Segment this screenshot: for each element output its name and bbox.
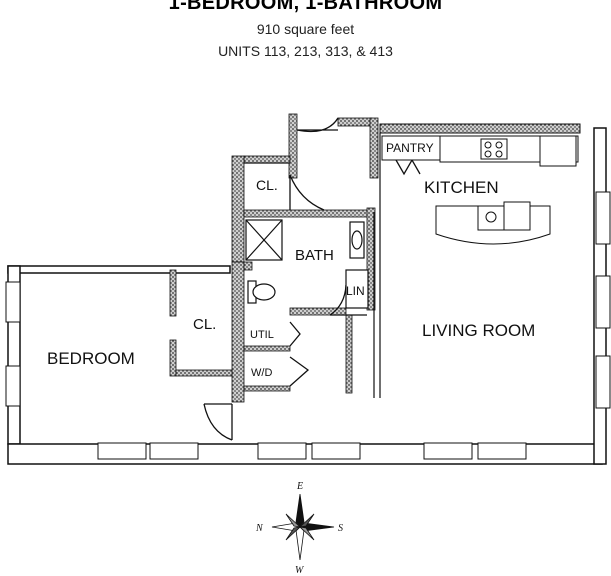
window-right-2 (595, 275, 611, 329)
pantry-label: PANTRY (386, 141, 434, 155)
window-bottom-2 (149, 442, 199, 460)
interior-lines (244, 133, 381, 398)
closet-top-door (289, 174, 325, 211)
window-bottom-6 (477, 442, 527, 460)
compass-north: N (255, 523, 264, 534)
utility-label: UTIL (250, 329, 274, 341)
living-room-label: LIVING ROOM (422, 321, 535, 340)
bath-fixtures (245, 219, 369, 309)
kitchen-label: KITCHEN (424, 178, 499, 197)
window-right-3 (595, 355, 611, 409)
pantry-box (381, 135, 441, 161)
window-right-1 (595, 191, 611, 245)
kitchen-top-wall (379, 123, 581, 134)
plan-units: UNITS 113, 213, 313, & 413 (218, 43, 393, 59)
compass-east: E (296, 481, 303, 492)
compass-south: S (338, 523, 343, 534)
window-left-1 (5, 281, 21, 323)
doors (203, 117, 421, 441)
bath-label: BATH (295, 247, 334, 264)
util-door (289, 321, 301, 347)
plan-title: 1-BEDROOM, 1-BATHROOM (168, 0, 443, 14)
closet-bedroom-label: CL. (193, 316, 216, 333)
pantry-door (395, 158, 421, 176)
interior-walls (169, 113, 379, 403)
window-bottom-4 (311, 442, 361, 460)
fridge (539, 135, 577, 167)
window-bottom-5 (423, 442, 473, 460)
bedroom-label: BEDROOM (47, 349, 135, 368)
compass-rose: E N S W (255, 481, 343, 576)
kitchen-fixtures (381, 135, 579, 245)
plan-area: 910 square feet (256, 21, 355, 37)
bedroom-top-wall (7, 265, 231, 274)
bedroom-door (203, 403, 233, 441)
entry-door (296, 117, 339, 133)
window-bottom-1 (97, 442, 147, 460)
closet-top-label: CL. (256, 177, 278, 193)
cooktop (480, 138, 508, 160)
toilet (252, 283, 276, 301)
washer-dryer-label: W/D (251, 367, 272, 379)
compass-west: W (295, 565, 305, 576)
bath-sink (351, 230, 363, 250)
wd-door (289, 356, 310, 387)
linen-label: LIN (346, 284, 365, 298)
exterior-walls (5, 123, 611, 465)
linen-closet (345, 269, 369, 309)
window-left-2 (5, 365, 21, 407)
window-bottom-3 (257, 442, 307, 460)
